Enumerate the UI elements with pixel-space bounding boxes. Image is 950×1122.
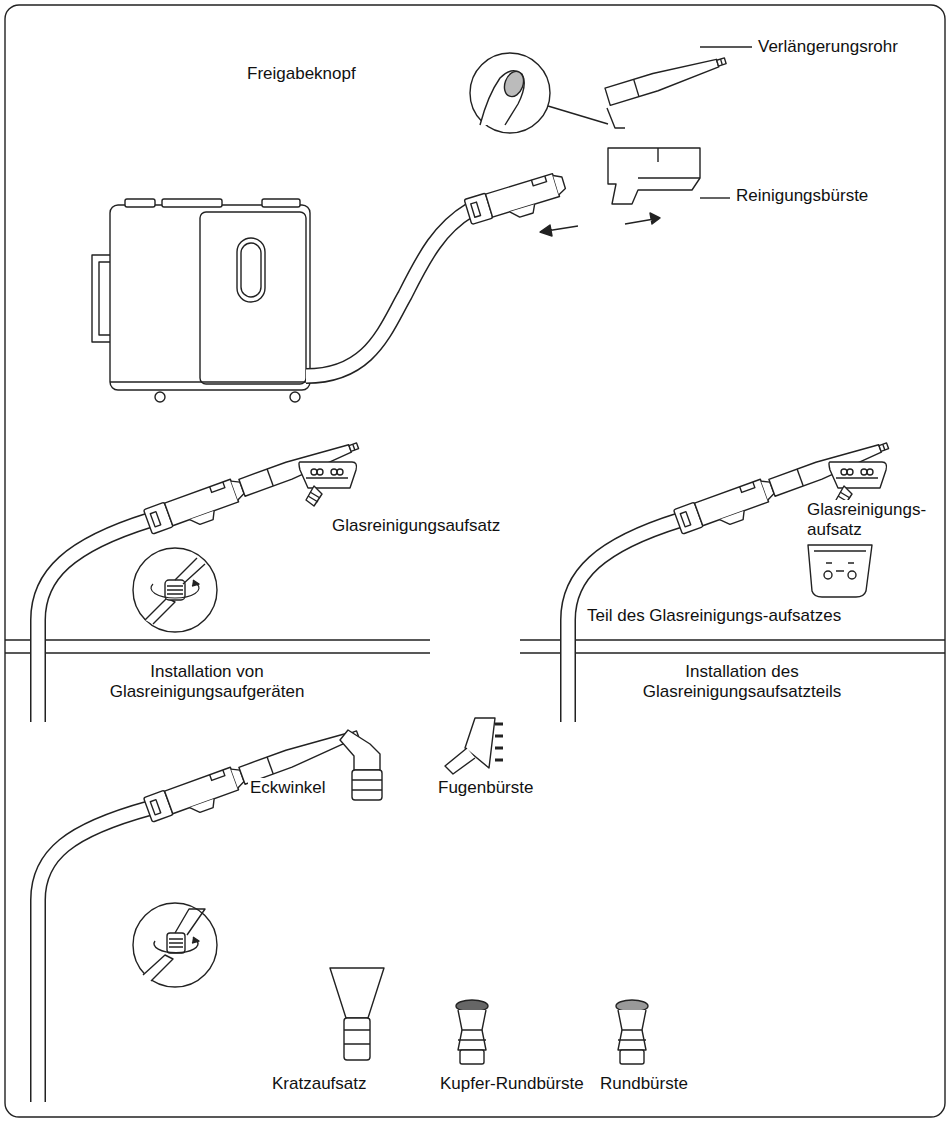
part-label: Reinigungsbürste: [734, 186, 870, 206]
part-label: Installation von Glasreinigungsaufgeräte…: [80, 662, 334, 703]
part-label: Verlängerungsrohr: [756, 37, 900, 57]
part-label: Fugenbürste: [436, 778, 535, 798]
part-label: Rundbürste: [598, 1074, 690, 1094]
part-label: Kratzaufsatz: [270, 1074, 369, 1094]
part-label: Kupfer-Rundbürste: [438, 1074, 586, 1094]
part-label: Glasreinigungs- aufsatz: [805, 500, 944, 541]
part-label: Glasreinigungsaufsatz: [330, 516, 502, 536]
part-label: Freigabeknopf: [245, 64, 358, 84]
part-label: Installation des Glasreinigungsaufsatzte…: [615, 662, 869, 703]
part-label: Eckwinkel: [248, 778, 328, 798]
part-label: Teil des Glasreinigungs-aufsatzes: [585, 606, 843, 626]
